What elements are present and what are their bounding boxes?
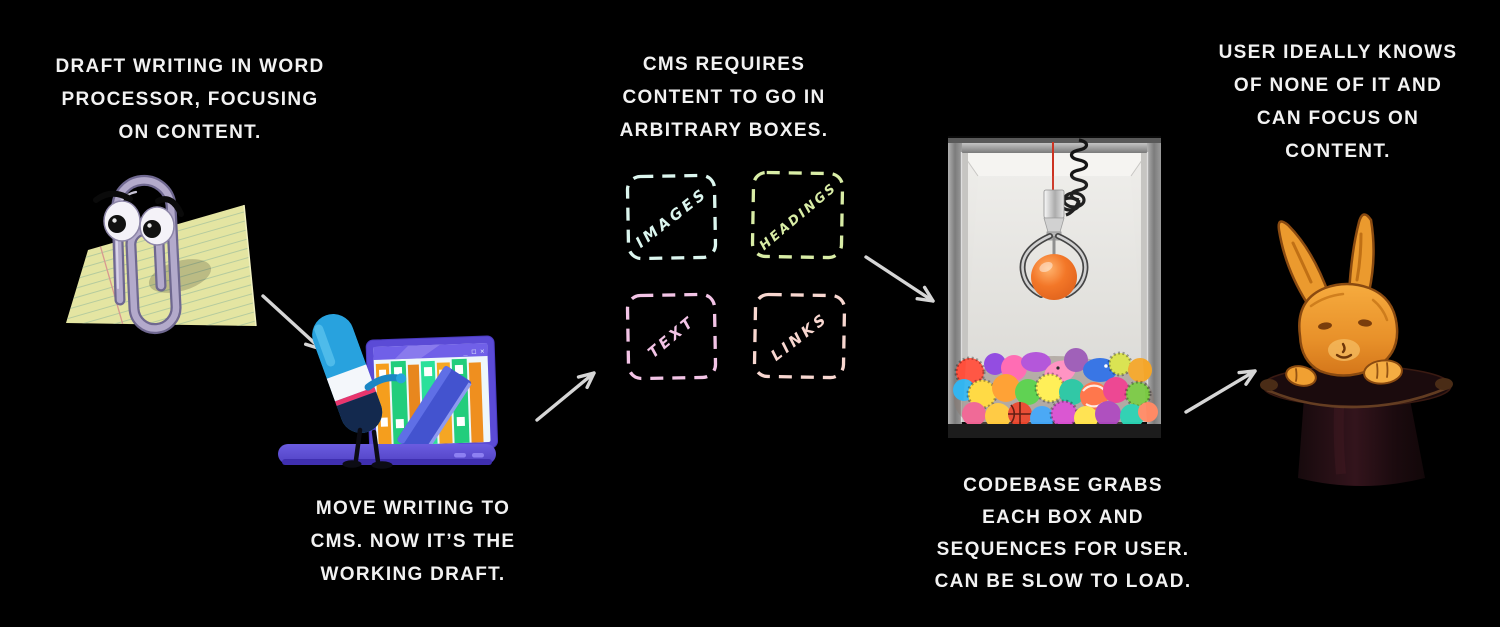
rabbit-right-eye [1358,319,1372,327]
top-hat-crown [1298,384,1425,486]
claw-machine-illustration [948,136,1161,438]
rabbit-head [1298,282,1399,377]
arrow-right-up-icon [1184,369,1257,414]
toy-pile [953,348,1158,438]
rabbit-in-hat-illustration [1260,213,1453,486]
cms-box-text-label: TEXT [644,312,699,362]
caption-draft-writing: DRAFT WRITING IN WORD PROCESSOR, FOCUSIN… [55,56,325,143]
pen-character [306,308,407,469]
laptop-cms-illustration: _ □ ✕ [278,308,499,469]
rabbit-left-paw [1285,365,1317,387]
cms-box-headings: HEADINGS [750,170,845,260]
machine-top-frame [948,143,1161,153]
clippy-character [93,174,184,334]
rabbit [1277,213,1403,387]
cms-box-links-label: LINKS [767,309,831,365]
caption-codebase: CODEBASE GRABS EACH BOX AND SEQUENCES FO… [934,475,1192,592]
orange-ball [1031,254,1077,300]
rabbit-left-ear [1277,220,1331,305]
cms-box-text: TEXT [625,292,718,381]
cms-box-links: LINKS [752,292,847,380]
book-being-inserted [397,366,472,457]
cms-box-images-label: IMAGES [632,184,711,251]
cms-box-headings-label: HEADINGS [757,180,840,253]
claw [1019,189,1089,298]
browser-window-controls: _ □ ✕ [463,347,484,356]
arrow-right-up-icon [535,371,596,422]
caption-user-focus: USER IDEALLY KNOWS OF NONE OF IT AND CAN… [1218,42,1458,162]
rabbit-left-eye [1318,322,1332,330]
caption-cms-requires: CMS REQUIRES CONTENT TO GO IN ARBITRARY … [619,54,829,141]
clippy-notepad-illustration [66,174,257,334]
clippy-left-eyebrow [93,190,133,203]
machine-bottom-frame [948,424,1161,438]
caption-move-to-cms: MOVE WRITING TO CMS. NOW IT’S THE WORKIN… [310,498,516,585]
arrow-right-down-icon [864,255,935,303]
rabbit-nose-mouth [1335,342,1353,359]
cms-box-images: IMAGES [625,173,718,261]
rabbit-right-paw [1363,359,1403,385]
clippy-right-eyebrow [155,196,184,217]
